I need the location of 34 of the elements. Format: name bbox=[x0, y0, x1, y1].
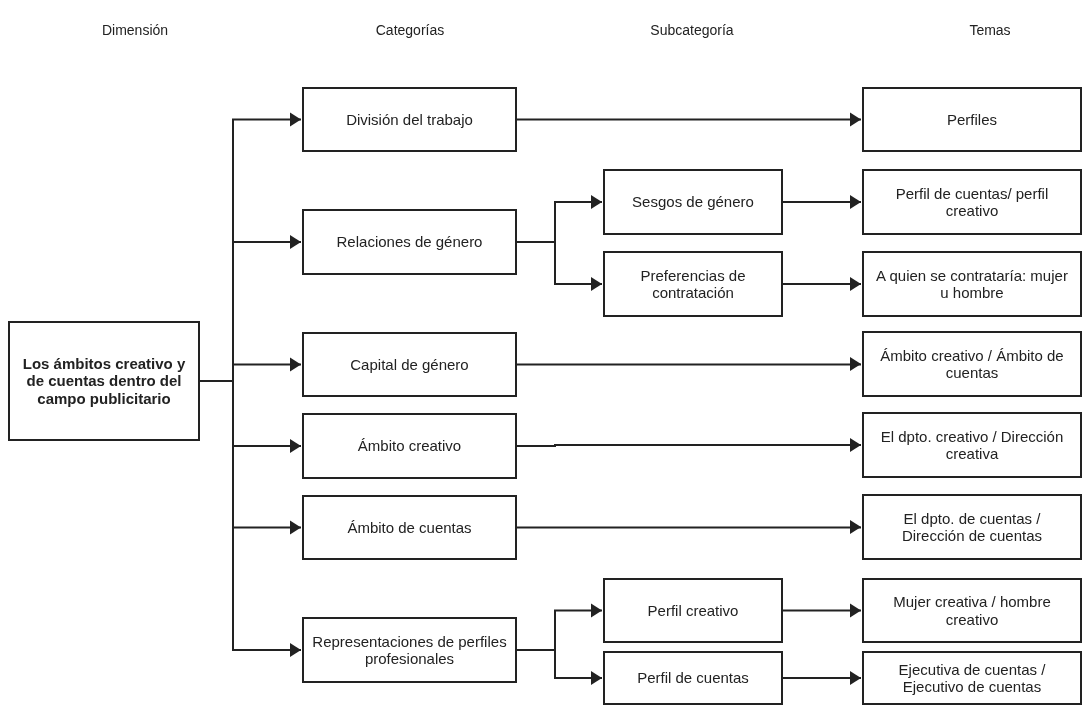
category-box: Ámbito creativo / Ámbito de cuentas bbox=[862, 331, 1082, 397]
connector-arrow bbox=[782, 277, 862, 291]
column-heading: Temas bbox=[969, 21, 1011, 40]
category-box: Representaciones de perfiles profesionales bbox=[302, 617, 517, 683]
category-box: Ámbito de cuentas bbox=[302, 495, 517, 560]
connector-arrow bbox=[199, 380, 302, 657]
category-box: El dpto. creativo / Dirección creativa bbox=[862, 412, 1082, 478]
column-heading: Dimensión bbox=[101, 21, 169, 40]
connector-arrow bbox=[516, 112, 862, 127]
category-box: Mujer creativa / hombre creativo bbox=[862, 578, 1082, 643]
category-box: Ejecutiva de cuentas / Ejecutivo de cuentas bbox=[862, 651, 1082, 705]
connector-arrow bbox=[516, 520, 862, 534]
dimension-box: Los ámbitos creativo y de cuentas dentro del campo publicitario bbox=[8, 321, 200, 441]
category-box: División del trabajo bbox=[302, 87, 517, 152]
column-heading: Categorías bbox=[375, 21, 445, 40]
category-box: Sesgos de género bbox=[603, 169, 783, 235]
connector-arrow bbox=[782, 671, 862, 685]
category-box: Perfil de cuentas bbox=[603, 651, 783, 705]
category-box: Perfil de cuentas/ perfil creativo bbox=[862, 169, 1082, 235]
category-box: Capital de género bbox=[302, 332, 517, 397]
connector-arrow bbox=[782, 603, 862, 618]
category-box: A quien se contrataría: mujer u hombre bbox=[862, 251, 1082, 317]
connector-arrow bbox=[516, 438, 862, 452]
category-box: Ámbito creativo bbox=[302, 413, 517, 479]
category-box: Perfil creativo bbox=[603, 578, 783, 643]
category-box: Preferencias de contratación bbox=[603, 251, 783, 317]
column-heading: Subcategoría bbox=[650, 21, 734, 40]
category-box: Relaciones de género bbox=[302, 209, 517, 275]
connector-arrow bbox=[516, 649, 603, 685]
connector-arrow bbox=[516, 241, 603, 291]
category-box: El dpto. de cuentas / Dirección de cuentas bbox=[862, 494, 1082, 560]
connector-arrow bbox=[516, 357, 862, 371]
connector-arrow bbox=[782, 195, 862, 209]
category-box: Perfiles bbox=[862, 87, 1082, 152]
